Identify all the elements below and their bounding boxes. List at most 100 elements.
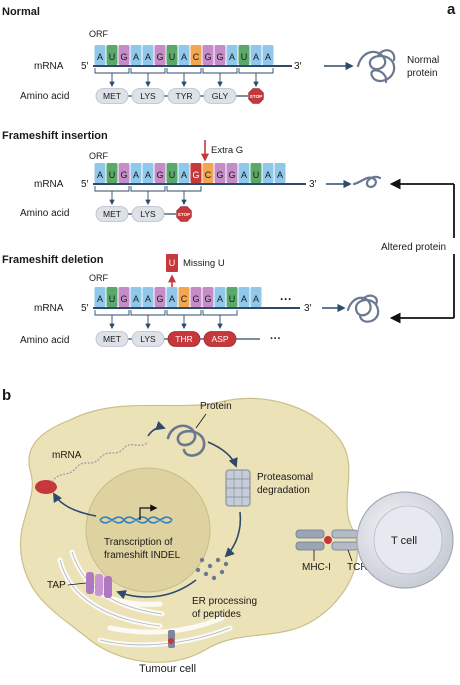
insertion-base-label-11: G bbox=[228, 170, 235, 180]
normal-base-10 bbox=[214, 45, 226, 65]
insertion-base-label-3: A bbox=[133, 170, 139, 180]
deletion-codon-bracket-0 bbox=[94, 310, 130, 316]
t-cell-nucleus bbox=[373, 505, 443, 575]
deletion-base-2 bbox=[118, 287, 130, 307]
insertion-base-13 bbox=[250, 163, 262, 183]
normal-base-12 bbox=[238, 45, 250, 65]
deletion-codon-bracket-1 bbox=[130, 310, 166, 316]
deletion-amino-0 bbox=[95, 331, 129, 347]
normal-base-label-8: C bbox=[193, 52, 200, 62]
insertion-stop-label: STOP bbox=[178, 212, 190, 217]
tap-transporter bbox=[86, 572, 112, 598]
normal-base-label-2: G bbox=[120, 52, 127, 62]
deletion-base-label-9: G bbox=[204, 294, 211, 304]
normal-protein-label-1: Normal bbox=[407, 55, 439, 66]
normal-base-7 bbox=[178, 45, 190, 65]
normal-protein-label-2: protein bbox=[407, 68, 438, 79]
deletion-codon-bracket-3 bbox=[202, 310, 238, 316]
normal-amino-label-1: LYS bbox=[140, 91, 156, 101]
transcription-label-1: Transcription of bbox=[104, 537, 173, 548]
tap-label: TAP bbox=[47, 580, 66, 591]
normal-base-3 bbox=[130, 45, 142, 65]
deletion-amino-1 bbox=[131, 331, 165, 347]
normal-base-14 bbox=[262, 45, 274, 65]
deletion-base-7 bbox=[178, 287, 190, 307]
deletion-base-label-4: A bbox=[145, 294, 151, 304]
deletion-five-prime: 5′ bbox=[81, 303, 89, 314]
proteasome-icon bbox=[225, 469, 251, 507]
insertion-base-4 bbox=[142, 163, 154, 183]
normal-base-label-5: G bbox=[156, 52, 163, 62]
insertion-mrna-label: mRNA bbox=[34, 179, 64, 190]
insertion-protein-icon bbox=[352, 175, 382, 188]
normal-base-label-1: U bbox=[109, 52, 116, 62]
proteasomal-label-1: Proteasomal bbox=[257, 472, 313, 483]
insertion-base-label-13: U bbox=[253, 170, 260, 180]
deletion-base-label-7: C bbox=[181, 294, 188, 304]
insertion-base-label-12: A bbox=[241, 170, 247, 180]
deletion-base-label-12: A bbox=[241, 294, 247, 304]
tcr-pointer bbox=[347, 549, 353, 562]
deletion-base-13 bbox=[250, 287, 262, 307]
insertion-base-label-5: G bbox=[156, 170, 163, 180]
mrna-label: mRNA bbox=[52, 450, 82, 461]
normal-amino-label-0: MET bbox=[103, 91, 121, 101]
deletion-protein-icon bbox=[346, 294, 380, 323]
insertion-base-5 bbox=[154, 163, 166, 183]
normal-title: Normal bbox=[2, 6, 40, 18]
normal-base-8 bbox=[190, 45, 202, 65]
insertion-base-label-14: A bbox=[265, 170, 271, 180]
deletion-base-label-5: G bbox=[156, 294, 163, 304]
insertion-base-label-0: A bbox=[97, 170, 103, 180]
deletion-base-6 bbox=[166, 287, 178, 307]
normal-base-label-6: U bbox=[169, 52, 176, 62]
insertion-base-6 bbox=[166, 163, 178, 183]
proteasomal-label-2: degradation bbox=[257, 485, 310, 496]
normal-base-11 bbox=[226, 45, 238, 65]
insertion-base-9 bbox=[202, 163, 214, 183]
tcr-label: TCR bbox=[347, 562, 368, 573]
insertion-base-0 bbox=[94, 163, 106, 183]
normal-base-6 bbox=[166, 45, 178, 65]
deletion-base-11 bbox=[226, 287, 238, 307]
deletion-base-1 bbox=[106, 287, 118, 307]
normal-mrna-label: mRNA bbox=[34, 61, 64, 72]
altered-protein-label: Altered protein bbox=[381, 242, 446, 253]
presented-peptide bbox=[324, 536, 332, 544]
deletion-base-label-3: A bbox=[133, 294, 139, 304]
cycle-arrow-mrna-to-protein bbox=[147, 421, 166, 437]
er-label-1: ER processing bbox=[192, 596, 257, 607]
insertion-codon-bracket-0 bbox=[94, 186, 130, 192]
deletion-three-prime: 3′ bbox=[304, 303, 312, 314]
insertion-base-7 bbox=[178, 163, 190, 183]
deletion-base-9 bbox=[202, 287, 214, 307]
normal-five-prime: 5′ bbox=[81, 61, 89, 72]
extra-g-label: Extra G bbox=[211, 145, 243, 156]
missing-u-base: U bbox=[169, 258, 176, 268]
deletion-amino-2 bbox=[167, 331, 201, 347]
protein-icon bbox=[166, 424, 206, 457]
insertion-base-1 bbox=[106, 163, 118, 183]
normal-codon-bracket-1 bbox=[130, 68, 166, 74]
insertion-base-label-4: A bbox=[145, 170, 151, 180]
deletion-base-label-1: U bbox=[109, 294, 116, 304]
deletion-base-4 bbox=[142, 287, 154, 307]
insertion-base-2 bbox=[118, 163, 130, 183]
insertion-base-label-9: C bbox=[205, 170, 212, 180]
deletion-amino-ellipsis: ··· bbox=[270, 333, 281, 345]
normal-amino-0 bbox=[95, 88, 129, 104]
deletion-amino-label: Amino acid bbox=[20, 335, 69, 346]
deletion-base-5 bbox=[154, 287, 166, 307]
normal-codon-bracket-4 bbox=[238, 68, 274, 74]
normal-base-label-4: A bbox=[145, 52, 151, 62]
missing-u-box bbox=[166, 254, 178, 272]
normal-base-label-0: A bbox=[97, 52, 103, 62]
deletion-base-12 bbox=[238, 287, 250, 307]
tcell-label: T cell bbox=[391, 535, 417, 547]
insertion-base-label-6: U bbox=[169, 170, 176, 180]
insertion-base-label-1: U bbox=[109, 170, 116, 180]
deletion-base-0 bbox=[94, 287, 106, 307]
deletion-base-label-10: A bbox=[217, 294, 223, 304]
